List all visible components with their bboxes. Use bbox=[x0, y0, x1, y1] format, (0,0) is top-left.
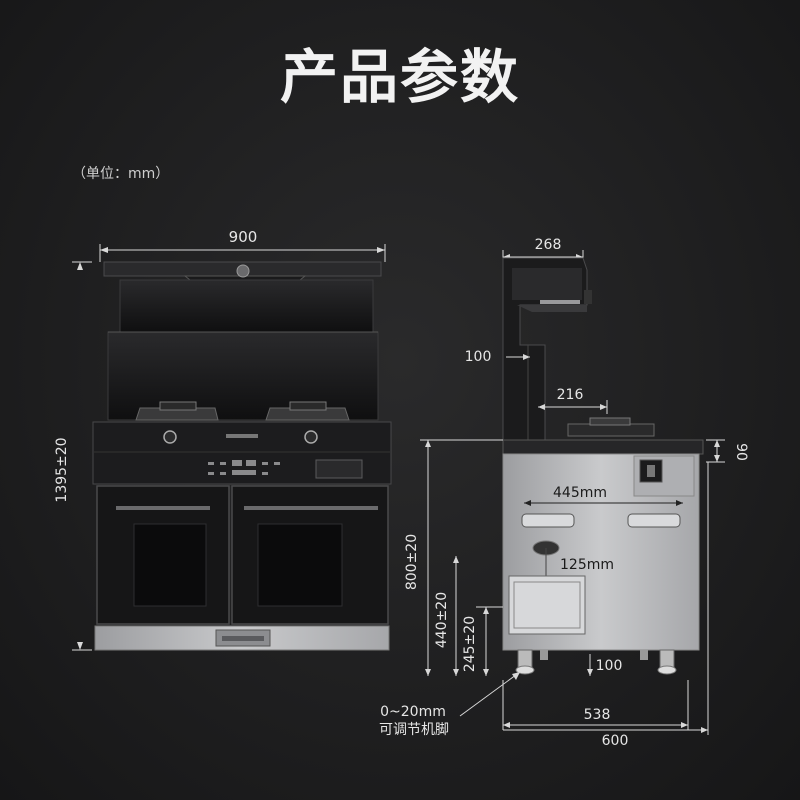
side-feet bbox=[515, 649, 677, 675]
front-view: 900 1395±20 bbox=[54, 228, 392, 651]
foot-caption: 可调节机脚 bbox=[379, 722, 449, 738]
control-panel-display bbox=[208, 460, 280, 475]
range-hood bbox=[103, 261, 382, 421]
foot-gap-label: 100 bbox=[596, 658, 623, 674]
body-height-dimension bbox=[420, 439, 503, 676]
foot-callout-leader bbox=[459, 671, 521, 717]
hood-step-dimension bbox=[506, 354, 530, 360]
door-handle-right bbox=[244, 506, 378, 510]
vent-slot-right bbox=[627, 513, 681, 528]
top-depth-label: 268 bbox=[535, 237, 562, 253]
burner-offset-dimension bbox=[538, 400, 608, 414]
foot-gap-dimension bbox=[587, 654, 593, 676]
side-cooktop-slab bbox=[502, 439, 704, 455]
storage-bin bbox=[508, 575, 586, 635]
door-handle-left bbox=[116, 506, 210, 510]
cabinet-doors bbox=[96, 485, 389, 625]
hood-logo-icon bbox=[236, 264, 250, 278]
front-height-label: 1395±20 bbox=[54, 437, 70, 502]
front-width-dimension bbox=[99, 244, 386, 262]
base-drawer bbox=[94, 625, 390, 651]
cooktop-body bbox=[92, 421, 392, 485]
cabinet-height-dimension bbox=[453, 556, 459, 676]
side-burner bbox=[567, 417, 655, 437]
inner-width-dimension bbox=[524, 500, 683, 506]
burner-offset-label: 216 bbox=[557, 387, 584, 403]
burner-right bbox=[265, 401, 350, 421]
top-thickness-label: 90 bbox=[733, 443, 749, 461]
foot-range-label: 0~20mm bbox=[380, 704, 446, 720]
front-height-dimension bbox=[72, 261, 92, 651]
side-cabinet-body bbox=[502, 453, 700, 651]
bin-height-label: 245±20 bbox=[462, 616, 478, 672]
total-depth-dimension bbox=[503, 462, 709, 735]
unit-note: （单位：mm） bbox=[72, 166, 170, 182]
base-depth-dimension bbox=[502, 680, 689, 730]
pipe-label: 125mm bbox=[560, 557, 614, 573]
hood-profile bbox=[502, 257, 592, 441]
hood-step-label: 100 bbox=[465, 349, 492, 365]
knob-left-icon bbox=[163, 430, 177, 444]
vent-slot-left bbox=[521, 513, 575, 528]
front-width-label: 900 bbox=[229, 228, 258, 246]
body-height-label: 800±20 bbox=[404, 534, 420, 590]
display-window bbox=[315, 459, 363, 479]
base-depth-label: 538 bbox=[584, 707, 611, 723]
knob-right-icon bbox=[304, 430, 318, 444]
burner-left bbox=[135, 401, 219, 421]
cabinet-height-label: 440±20 bbox=[434, 592, 450, 648]
bin-height-dimension bbox=[476, 606, 503, 676]
page-title: 产品参数 bbox=[279, 43, 520, 111]
side-view: 268 100 216 bbox=[379, 237, 749, 749]
brand-mark bbox=[226, 434, 258, 438]
top-thickness-dimension bbox=[706, 439, 725, 463]
total-depth-label: 600 bbox=[602, 733, 629, 749]
inner-width-label: 445mm bbox=[553, 485, 607, 501]
